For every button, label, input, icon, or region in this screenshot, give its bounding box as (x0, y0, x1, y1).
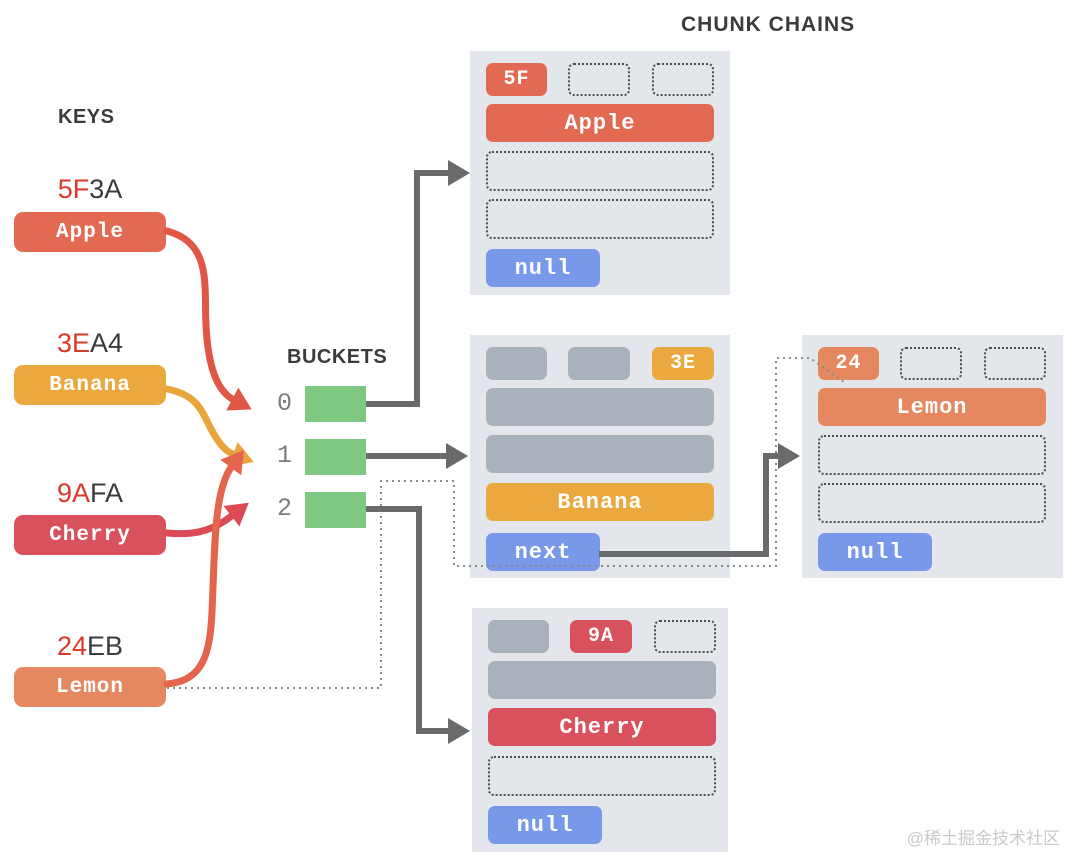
value-cell: Banana (486, 483, 714, 521)
filled-slot (486, 388, 714, 426)
arrow-lemon-to-bucket1 (163, 449, 244, 688)
arrow-cherry-to-bucket2 (163, 502, 249, 538)
empty-cell (568, 63, 630, 96)
value-cell: Lemon (818, 388, 1046, 426)
key-box-apple: Apple (14, 212, 166, 252)
key-hash-cherry: 9AFA (14, 478, 166, 509)
pointer-cell: next (486, 533, 600, 571)
value-cell: Cherry (488, 708, 716, 746)
connector-bucket0-to-apple-chunk (366, 160, 470, 407)
hash-tag-cell: 5F (486, 63, 547, 96)
page-title: CHUNK CHAINS (681, 13, 856, 36)
key-box-cherry: Cherry (14, 515, 166, 555)
pointer-cell: null (818, 533, 932, 571)
filled-slot (488, 661, 716, 699)
chunk-lemon: 24 Lemon null (802, 335, 1063, 578)
hash-tag-cell: 9A (570, 620, 632, 653)
connector-bucket2-to-cherry-chunk (366, 506, 470, 744)
hash-suffix: A4 (90, 328, 124, 358)
key-box-lemon: Lemon (14, 667, 166, 707)
chunk-cherry: 9A Cherry null (472, 608, 728, 852)
filled-cell (486, 347, 547, 380)
watermark: @稀土掘金技术社区 (906, 829, 1060, 848)
hash-prefix: 3E (56, 328, 90, 358)
bucket-0 (305, 386, 366, 422)
bucket-2 (305, 492, 366, 528)
empty-cell (654, 620, 716, 653)
key-box-banana: Banana (14, 365, 166, 405)
filled-slot (486, 435, 714, 473)
key-hash-apple: 5F3A (14, 174, 166, 205)
hash-prefix: 24 (56, 631, 87, 661)
empty-cell (900, 347, 962, 380)
value-cell: Apple (486, 104, 714, 142)
hash-tag-cell: 24 (818, 347, 879, 380)
bucket-1 (305, 439, 366, 475)
bucket-label-1: 1 (276, 441, 292, 470)
empty-slot (488, 756, 716, 796)
key-hash-lemon: 24EB (14, 631, 166, 662)
hash-suffix: EB (87, 631, 124, 661)
arrow-banana-to-bucket1 (163, 385, 254, 467)
empty-slot (818, 435, 1046, 475)
chunk-banana: 3E Banana next (470, 335, 730, 578)
hash-suffix: 3A (89, 174, 123, 204)
chunk-apple: 5F Apple null (470, 51, 730, 295)
key-hash-banana: 3EA4 (14, 328, 166, 359)
hash-prefix: 9A (56, 478, 90, 508)
hash-prefix: 5F (57, 174, 90, 204)
pointer-cell: null (486, 249, 600, 287)
empty-slot (818, 483, 1046, 523)
empty-slot (486, 199, 714, 239)
empty-slot (486, 151, 714, 191)
empty-cell (984, 347, 1046, 380)
pointer-cell: null (488, 806, 602, 844)
empty-cell (652, 63, 714, 96)
filled-cell (568, 347, 630, 380)
arrow-apple-to-bucket0 (163, 227, 252, 411)
bucket-label-0: 0 (276, 389, 292, 418)
hash-suffix: FA (90, 478, 124, 508)
buckets-heading: BUCKETS (287, 346, 388, 368)
bucket-label-2: 2 (276, 494, 292, 523)
hash-tag-cell: 3E (652, 347, 714, 380)
filled-cell (488, 620, 549, 653)
keys-heading: KEYS (58, 106, 115, 128)
